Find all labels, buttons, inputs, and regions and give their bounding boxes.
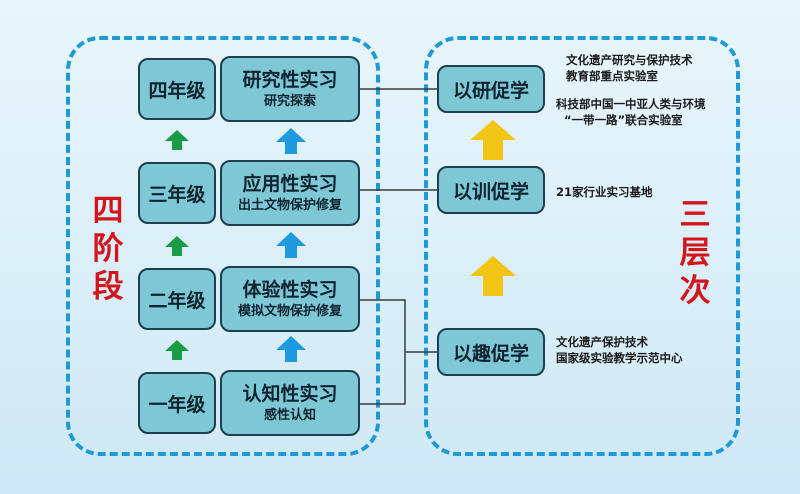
green-up-arrow-icon — [165, 340, 189, 360]
practice-title: 认知性实习 — [242, 383, 338, 405]
levels-frame — [424, 36, 740, 456]
blue-up-arrow-icon — [276, 232, 306, 258]
grade-box-4: 四年级 — [138, 58, 216, 120]
stages-frame — [66, 36, 380, 456]
practice-title: 体验性实习 — [242, 279, 338, 301]
blue-up-arrow-icon — [276, 336, 306, 362]
note-interest: 文化遗产保护技术 国家级实验教学示范中心 — [556, 335, 683, 365]
practice-box-applied: 应用性实习 出土文物保护修复 — [220, 160, 360, 226]
level-box-training: 以训促学 — [437, 166, 545, 214]
practice-subtitle: 出土文物保护修复 — [237, 198, 342, 213]
yellow-up-arrow-icon — [470, 120, 516, 160]
practice-subtitle: 研究探索 — [263, 94, 316, 109]
practice-subtitle: 感性认知 — [263, 408, 316, 423]
grade-box-3: 三年级 — [138, 162, 216, 224]
level-box-research: 以研促学 — [437, 65, 545, 113]
level-box-interest: 以趣促学 — [437, 328, 545, 376]
practice-box-research: 研究性实习 研究探索 — [220, 56, 360, 122]
yellow-up-arrow-icon — [470, 256, 516, 296]
four-stages-label: 四阶段 — [92, 193, 124, 305]
practice-box-cognitive: 认知性实习 感性认知 — [220, 370, 360, 436]
green-up-arrow-icon — [165, 236, 189, 256]
practice-title: 应用性实习 — [242, 173, 338, 195]
three-levels-label: 三层次 — [679, 197, 711, 309]
connector-interest — [360, 299, 437, 405]
note-research-2: 科技部中国一中亚人类与环境 “一带一路”联合实验室 — [556, 97, 706, 127]
practice-title: 研究性实习 — [242, 69, 338, 91]
grade-box-1: 一年级 — [138, 372, 216, 434]
note-research-1: 文化遗产研究与保护技术 教育部重点实验室 — [566, 53, 693, 83]
note-training: 21家行业实习基地 — [556, 185, 653, 199]
blue-up-arrow-icon — [276, 128, 306, 154]
grade-box-2: 二年级 — [138, 268, 216, 330]
practice-subtitle: 模拟文物保护修复 — [237, 304, 342, 319]
practice-box-experiential: 体验性实习 模拟文物保护修复 — [220, 266, 360, 332]
green-up-arrow-icon — [165, 130, 189, 150]
